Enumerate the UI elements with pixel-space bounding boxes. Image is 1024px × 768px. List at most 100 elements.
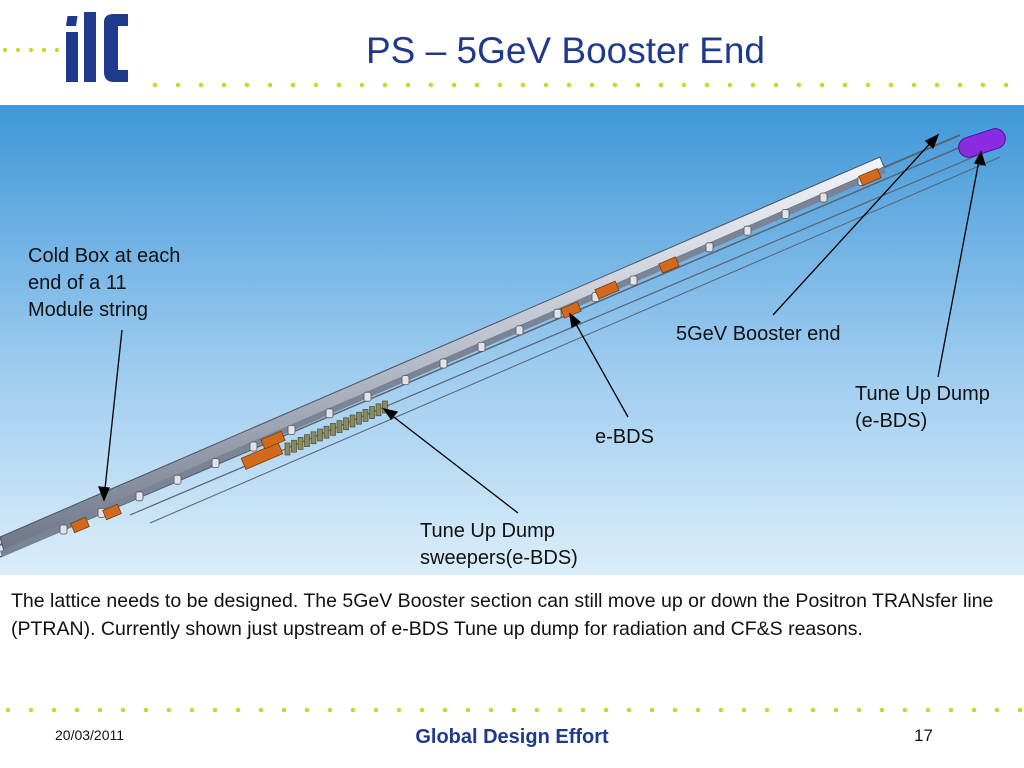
decorative-dot: [313, 82, 319, 88]
decorative-dots-top: [152, 82, 1009, 88]
module-support: [515, 325, 524, 336]
decorative-dot: [28, 707, 34, 713]
decorative-dot: [787, 707, 793, 713]
decorative-dot: [773, 82, 779, 88]
decorative-dot: [879, 707, 885, 713]
module-support: [59, 524, 68, 535]
decorative-dot: [166, 707, 172, 713]
decorative-dot: [5, 707, 11, 713]
sweeper-magnet: [291, 439, 297, 453]
sweeper-magnet: [284, 442, 291, 456]
decorative-dot: [1017, 707, 1023, 713]
module-support: [629, 275, 638, 286]
decorative-dot: [534, 707, 540, 713]
module-support: [743, 225, 752, 236]
decorative-dot: [189, 707, 195, 713]
decorative-dot: [911, 82, 917, 88]
decorative-dot: [764, 707, 770, 713]
decorative-dot: [672, 707, 678, 713]
decorative-dot: [290, 82, 296, 88]
label-cold-box: Cold Box at each end of a 11 Module stri…: [28, 245, 181, 321]
sweeper-magnet: [304, 434, 310, 447]
decorative-dot: [1003, 82, 1009, 88]
decorative-dot: [994, 707, 1000, 713]
sweeper-magnet: [317, 428, 323, 442]
decorative-dot: [373, 707, 379, 713]
decorative-dot: [819, 82, 825, 88]
decorative-dot: [750, 82, 756, 88]
module-support: [363, 391, 372, 402]
module-support: [705, 242, 714, 253]
decorative-dot: [902, 707, 908, 713]
decorative-dot: [442, 707, 448, 713]
decorative-dot: [474, 82, 480, 88]
decorative-dot: [267, 82, 273, 88]
module-support: [173, 474, 182, 485]
decorative-dot: [175, 82, 181, 88]
decorative-dot: [957, 82, 963, 88]
decorative-dot: [382, 82, 388, 88]
label-ebds: e-BDS: [595, 426, 654, 448]
decorative-dot: [980, 82, 986, 88]
decorative-dot: [557, 707, 563, 713]
decorative-dots-left: [2, 47, 60, 53]
sweeper-magnet: [310, 431, 317, 445]
decorative-dot: [865, 82, 871, 88]
decorative-dot: [405, 82, 411, 88]
decorative-dot: [451, 82, 457, 88]
sweeper-magnet: [349, 414, 356, 428]
tune-up-dump: [958, 128, 1006, 158]
decorative-dot: [589, 82, 595, 88]
page-number: 17: [914, 726, 933, 745]
sweeper-magnet: [375, 403, 382, 417]
annotation-arrows: [98, 133, 986, 514]
decorative-dot: [704, 82, 710, 88]
decorative-dot: [235, 707, 241, 713]
decorative-dot: [198, 82, 204, 88]
decorative-dot: [97, 707, 103, 713]
decorative-dot: [74, 707, 80, 713]
decorative-dot: [143, 707, 149, 713]
decorative-dot: [810, 707, 816, 713]
decorative-dot: [244, 82, 250, 88]
decorative-dot: [842, 82, 848, 88]
module-support: [287, 424, 296, 435]
decorative-dot: [934, 82, 940, 88]
module-support: [477, 341, 486, 352]
sweeper-magnet: [297, 437, 304, 450]
decorative-dot: [948, 707, 954, 713]
decorative-dot: [649, 707, 655, 713]
decorative-dot: [741, 707, 747, 713]
module-support: [819, 192, 828, 203]
decorative-dot: [580, 707, 586, 713]
sweeper-magnet: [369, 406, 375, 419]
decorative-dot: [971, 707, 977, 713]
decorative-dot: [327, 707, 333, 713]
module-support: [781, 209, 790, 219]
sweeper-magnet: [330, 423, 336, 436]
decorative-dot: [833, 707, 839, 713]
decorative-dots-bottom: [5, 707, 1023, 713]
footer-date: 20/03/2011: [55, 727, 125, 743]
decorative-dot: [520, 82, 526, 88]
sweeper-magnet: [336, 420, 343, 433]
decorative-dot: [304, 707, 310, 713]
decorative-dot: [419, 707, 425, 713]
decorative-dot: [695, 707, 701, 713]
slide-body-text: The lattice needs to be designed. The 5G…: [11, 590, 994, 640]
decorative-dot: [626, 707, 632, 713]
module-support: [211, 458, 220, 469]
module-support: [325, 408, 334, 419]
decorative-dot: [888, 82, 894, 88]
decorative-dot: [212, 707, 218, 713]
decorative-dot: [120, 707, 126, 713]
module-support: [135, 491, 144, 502]
decorative-dot: [718, 707, 724, 713]
label-sweepers: Tune Up Dump sweepers(e-BDS): [420, 520, 578, 569]
decorative-dot: [396, 707, 402, 713]
decorative-dot: [281, 707, 287, 713]
decorative-dot: [221, 82, 227, 88]
module-support: [553, 308, 562, 319]
label-tune-up-dump: Tune Up Dump (e-BDS): [855, 383, 990, 432]
page-title: PS – 5GeV Booster End: [366, 30, 766, 71]
